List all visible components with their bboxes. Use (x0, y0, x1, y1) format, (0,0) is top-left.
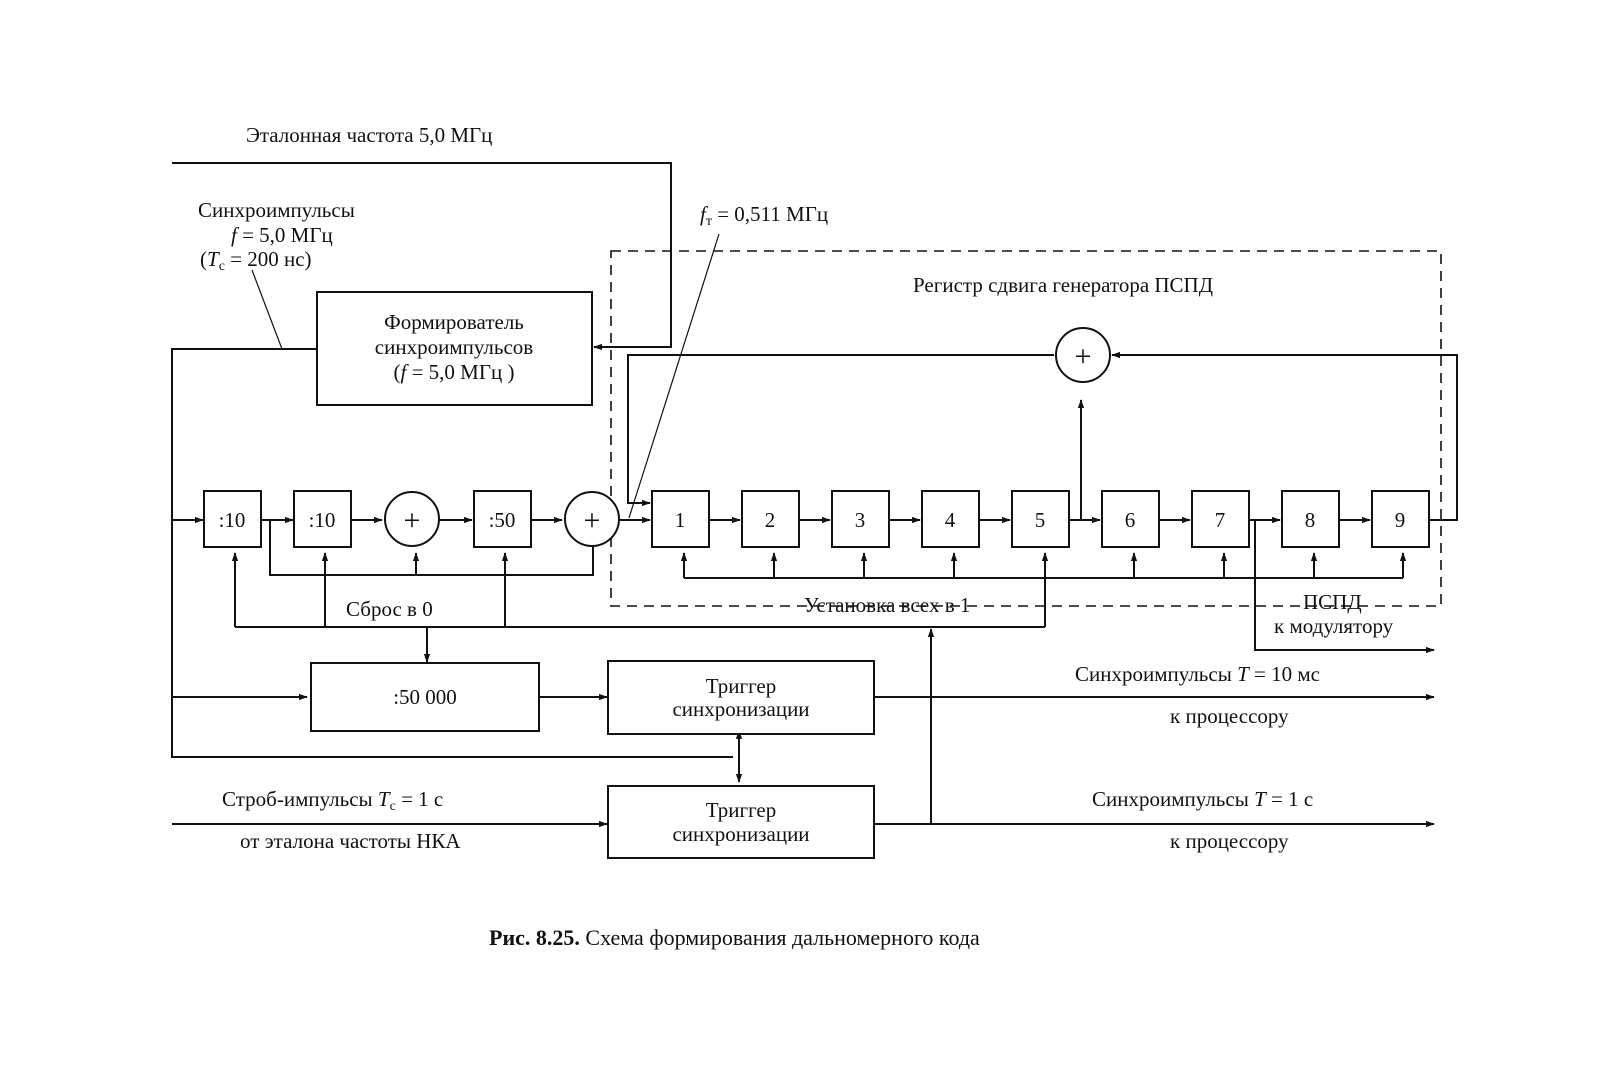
ref-freq-label: Эталонная частота 5,0 МГц (246, 123, 492, 147)
svg-text:6: 6 (1125, 508, 1136, 532)
figure-caption: Рис. 8.25. Схема формирования дальномерн… (489, 925, 980, 950)
svg-text:1: 1 (675, 508, 686, 532)
register-title: Регистр сдвига генератора ПСПД (913, 273, 1213, 297)
sync-1s-label: Синхроимпульсы T = 1 с (1092, 787, 1313, 811)
svg-text::50: :50 (489, 508, 516, 532)
svg-text:синхронизации: синхронизации (672, 822, 809, 846)
to-processor-2-label: к процессору (1170, 829, 1289, 853)
register-cell-7: 7 (1191, 490, 1250, 548)
wires (171, 162, 1458, 828)
svg-text:синхронизации: синхронизации (672, 697, 809, 721)
register-cell-9: 9 (1371, 490, 1430, 548)
register-cell-5: 5 (1011, 490, 1070, 548)
svg-text:(f = 5,0 МГц ): (f = 5,0 МГц ) (394, 360, 515, 384)
svg-text:9: 9 (1395, 508, 1406, 532)
adder-2: + (564, 491, 620, 547)
svg-text:Формирователь: Формирователь (384, 310, 524, 334)
divider-50000: :50 000 (310, 662, 540, 732)
svg-text:(Tс = 200 нс): (Tс = 200 нс) (200, 247, 312, 274)
to-processor-1-label: к процессору (1170, 704, 1289, 728)
from-etalon-label: от эталона частоты НКА (240, 829, 461, 853)
sync-10ms-label: Синхроимпульсы T = 10 мс (1075, 662, 1320, 686)
register-cell-2: 2 (741, 490, 800, 548)
divider-10-b: :10 (293, 490, 352, 548)
feedback-adder: + (1055, 327, 1111, 383)
svg-text:+: + (584, 504, 601, 537)
svg-text:7: 7 (1215, 508, 1226, 532)
svg-text:5: 5 (1035, 508, 1046, 532)
reset-zero-label: Сброс в 0 (346, 597, 433, 621)
svg-text:Синхроимпульсы: Синхроимпульсы (198, 198, 355, 222)
svg-text:f = 5,0 МГц: f = 5,0 МГц (231, 223, 333, 247)
sync-trigger-2: Триггер синхронизации (607, 785, 875, 859)
svg-text:3: 3 (855, 508, 866, 532)
sync-pulse-label: Синхроимпульсы f = 5,0 МГц (Tс = 200 нс) (198, 198, 355, 274)
svg-text::50 000: :50 000 (393, 685, 457, 709)
svg-text:синхроимпульсов: синхроимпульсов (375, 335, 534, 359)
register-cell-8: 8 (1281, 490, 1340, 548)
svg-text::10: :10 (219, 508, 246, 532)
svg-text:Триггер: Триггер (706, 674, 777, 698)
svg-text:+: + (1075, 340, 1092, 373)
adder-1: + (384, 491, 440, 547)
pspd-label: ПСПД (1303, 590, 1362, 614)
register-cell-3: 3 (831, 490, 890, 548)
register-boundary (610, 250, 1442, 607)
register-cell-1: 1 (651, 490, 710, 548)
svg-text::10: :10 (309, 508, 336, 532)
former-block: Формирователь синхроимпульсов (f = 5,0 М… (316, 291, 593, 406)
ft-label: fт = 0,511 МГц (700, 202, 828, 229)
svg-text:Триггер: Триггер (706, 798, 777, 822)
divider-50: :50 (473, 490, 532, 548)
register-cell-4: 4 (921, 490, 980, 548)
divider-10-a: :10 (203, 490, 262, 548)
sync-trigger-1: Триггер синхронизации (607, 660, 875, 735)
svg-text:2: 2 (765, 508, 776, 532)
svg-text:4: 4 (945, 508, 956, 532)
register-cell-6: 6 (1101, 490, 1160, 548)
set-all-one-label: Установка всех в 1 (804, 593, 970, 617)
to-modulator-label: к модулятору (1274, 614, 1394, 638)
strobe-label: Строб-импульсы Tс = 1 с (222, 787, 443, 814)
svg-text:8: 8 (1305, 508, 1316, 532)
svg-text:+: + (404, 504, 421, 537)
